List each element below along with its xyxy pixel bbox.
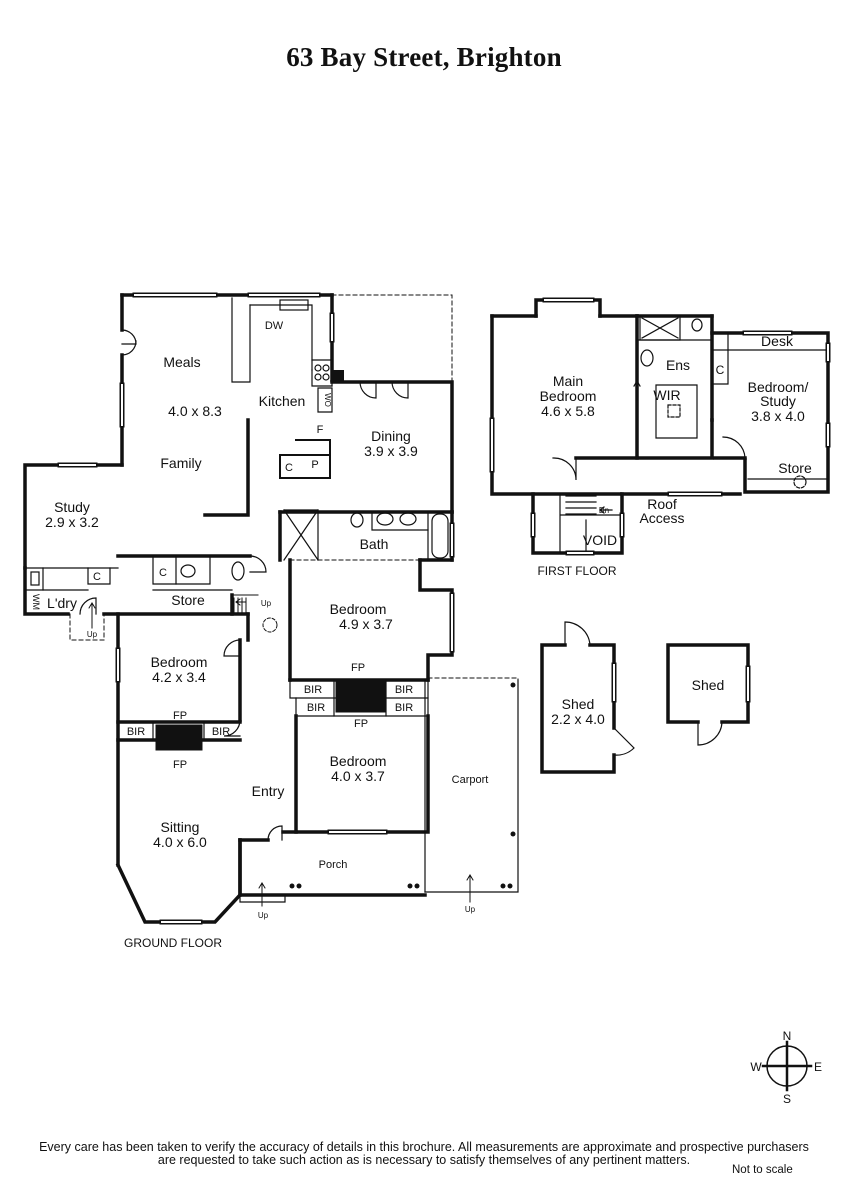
bir-label-3: BIR (307, 702, 325, 714)
room-bedroom-c: Bedroom (330, 753, 387, 769)
roof-access-line1: Roof (647, 496, 677, 512)
shed-labels: Shed 2.2 x 4.0 Shed (551, 677, 724, 727)
room-meals: Meals (163, 354, 200, 370)
compass-n: N (783, 1029, 792, 1043)
ground-floor-thin-lines (24, 297, 519, 903)
disclaimer-line-2: are requested to take such action as is … (157, 1153, 691, 1167)
first-floor-label: FIRST FLOOR (537, 564, 616, 578)
room-bedroom-a: Bedroom (330, 601, 387, 617)
ground-floor-label: GROUND FLOOR (124, 936, 222, 950)
room-carport: Carport (452, 774, 489, 786)
fixture-wo: WO (323, 393, 332, 407)
dims-study: 2.9 x 3.2 (45, 514, 99, 530)
first-floor-labels: Main Bedroom 4.6 x 5.8 Ens WIR Desk C Be… (537, 333, 812, 578)
dims-bedroom-b: 4.2 x 3.4 (152, 669, 206, 685)
dims-meals-family: 4.0 x 8.3 (168, 403, 222, 419)
room-dining: Dining (371, 428, 411, 444)
room-entry: Entry (252, 783, 285, 799)
compass-labels: N E S W (750, 1029, 822, 1106)
room-kitchen: Kitchen (259, 393, 306, 409)
bir-label-2: BIR (395, 684, 413, 696)
posts (289, 370, 516, 889)
up-arrows (88, 598, 474, 907)
fp-label-bedroom-a: FP (351, 662, 365, 674)
room-main-bedroom-line2: Bedroom (540, 388, 597, 404)
room-porch: Porch (319, 859, 348, 871)
door-swings (79, 329, 409, 841)
room-laundry: L'dry (47, 595, 77, 611)
fp-label-bedroom-b: FP (173, 710, 187, 722)
bir-label-5: BIR (127, 726, 145, 738)
disclaimer-line-1: Every care has been taken to verify the … (39, 1140, 809, 1154)
scale-note: Not to scale (732, 1164, 793, 1176)
room-shed-a: Shed (562, 696, 595, 712)
room-bath: Bath (360, 536, 389, 552)
dims-bedroom-study: 3.8 x 4.0 (751, 408, 805, 424)
ground-floor-labels: Meals 4.0 x 8.3 Family Kitchen DW WO F C… (31, 320, 488, 950)
compass-w: W (750, 1060, 762, 1074)
stair-ground (231, 594, 278, 633)
label-dn: Dn (599, 506, 609, 515)
fixture-c-laundry: C (93, 571, 101, 583)
plan-title: 63 Bay Street, Brighton (286, 42, 562, 72)
label-up-stair: Up (261, 599, 272, 608)
compass-rose (761, 1040, 813, 1092)
room-ens: Ens (666, 357, 690, 373)
sanitary-fixtures (30, 299, 417, 586)
shed-b-walls (666, 643, 750, 724)
fixture-c-store: C (159, 567, 167, 579)
fp-label-sitting: FP (173, 759, 187, 771)
room-desk: Desk (761, 333, 794, 349)
dims-dining: 3.9 x 3.9 (364, 443, 418, 459)
dims-bedroom-a: 4.9 x 3.7 (339, 616, 393, 632)
label-up-laundry: Up (87, 630, 98, 639)
dims-sitting: 4.0 x 6.0 (153, 834, 207, 850)
room-store-first: Store (778, 460, 812, 476)
compass-e: E (814, 1060, 822, 1074)
room-void: VOID (583, 532, 617, 548)
dims-main-bedroom: 4.6 x 5.8 (541, 403, 595, 419)
fixture-c-kitchen: C (285, 462, 293, 474)
room-sitting: Sitting (161, 819, 200, 835)
label-up-porch: Up (258, 911, 269, 920)
first-floor-thin (552, 315, 829, 554)
label-up-carport: Up (465, 905, 476, 914)
dims-shed-a: 2.2 x 4.0 (551, 711, 605, 727)
fixture-f: F (317, 424, 324, 436)
fp-label-bedroom-c: FP (354, 718, 368, 730)
fireplaces (155, 681, 387, 751)
dims-bedroom-c: 4.0 x 3.7 (331, 768, 385, 784)
room-wir: WIR (653, 387, 680, 403)
fixture-c-first: C (716, 363, 725, 377)
disclaimer: Every care has been taken to verify the … (0, 1141, 848, 1167)
roof-access-line2: Access (639, 510, 684, 526)
shed-b-door (697, 721, 723, 746)
compass-s: S (783, 1092, 791, 1106)
room-store: Store (171, 592, 205, 608)
bir-label-6: BIR (212, 726, 230, 738)
bir-label-4: BIR (395, 702, 413, 714)
fixture-dw: DW (265, 320, 284, 332)
fixture-p: P (311, 459, 318, 471)
shed-a-door (564, 621, 635, 756)
ground-floor-walls (23, 293, 454, 924)
bir-label-1: BIR (304, 684, 322, 696)
room-bedroom-study-line1: Bedroom/ (748, 379, 809, 395)
room-bedroom-study-line2: Study (760, 393, 796, 409)
room-family: Family (160, 455, 201, 471)
room-shed-b: Shed (692, 677, 725, 693)
room-main-bedroom-line1: Main (553, 373, 583, 389)
room-bedroom-b: Bedroom (151, 654, 208, 670)
fixture-wm: WM (31, 594, 41, 610)
room-study: Study (54, 499, 90, 515)
